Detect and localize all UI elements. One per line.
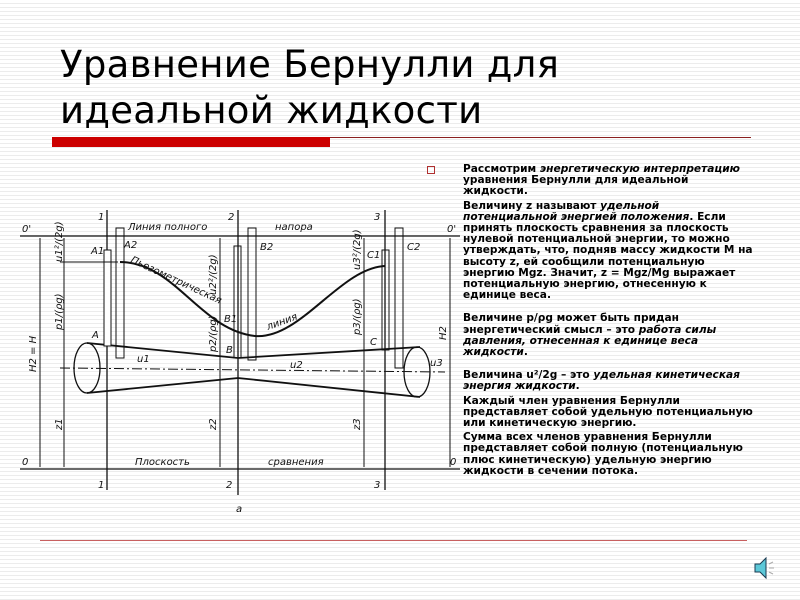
label-sec1-bottom: 1	[98, 480, 104, 491]
label-u1: u1	[137, 354, 150, 365]
label-p3: p3/(ρg)	[352, 298, 363, 336]
label-p1: p1/(ρg)	[54, 293, 65, 331]
pipe-bottom	[86, 377, 421, 398]
label-b2: B2	[260, 242, 273, 253]
paragraph-3: Величине p/ρg может быть придан энергети…	[463, 313, 753, 358]
label-sec3-bottom: 3	[374, 480, 380, 491]
label-c: C	[370, 337, 377, 348]
p3-text-end: .	[523, 346, 528, 359]
label-p2: p2/(ρg)	[208, 315, 219, 353]
speaker-icon[interactable]	[752, 555, 778, 581]
label-z1: z1	[54, 418, 65, 431]
dimension-arrows	[39, 238, 451, 467]
label-k3: u3²/(2g)	[352, 229, 363, 270]
label-sec2-top: 2	[228, 212, 234, 223]
pipe-axis	[59, 367, 446, 373]
label-a2: A2	[123, 240, 137, 251]
label-z2: z2	[208, 418, 219, 431]
label-o-prime-left: 0'	[22, 224, 31, 235]
figure-caption: а	[236, 504, 242, 515]
label-k2: u2²/(2g)	[208, 254, 219, 295]
label-h-right: H2	[438, 326, 449, 340]
paragraph-2: Величину z называют удельной потенциальн…	[463, 199, 753, 302]
title-accent-bar	[52, 137, 330, 147]
p2-text-end: . Если принять плоскость сравнения за пл…	[463, 210, 753, 302]
piezometric-line	[119, 261, 386, 338]
p4-text-end: .	[575, 380, 580, 393]
label-u2: u2	[290, 360, 303, 371]
label-k1: u1²/(2g)	[54, 221, 65, 262]
label-a1: A1	[90, 246, 104, 257]
label-b1: B1	[224, 314, 237, 325]
label-u3: u3	[430, 358, 443, 369]
title-divider	[330, 137, 751, 138]
paragraph-6: Сумма всех членов уравнения Бернулли пре…	[463, 431, 743, 477]
p3-emphasis: работа силы давления, отнесенная к едини…	[463, 323, 717, 359]
label-b: B	[226, 345, 233, 356]
label-c1: C1	[367, 250, 380, 261]
label-z3: z3	[352, 418, 363, 431]
label-plane-2: сравнения	[268, 457, 324, 468]
p4-text: Величина u²/2g – это	[463, 369, 594, 382]
p1-text: Рассмотрим	[463, 163, 540, 175]
p2-emphasis: удельной потенциальной энергией положени…	[463, 199, 690, 223]
label-o-prime-right: 0'	[447, 224, 456, 235]
paragraph-4: Величина u²/2g – это удельная кинетическ…	[463, 369, 753, 393]
paragraph-1: Рассмотрим энергетическую интерпретацию …	[463, 163, 753, 198]
label-full-head-1: Линия полного	[127, 222, 207, 233]
slide-title: Уравнение Бернулли для идеальной жидкост…	[60, 42, 559, 134]
footer-divider	[40, 540, 747, 541]
title-line-2: идеальной жидкости	[60, 89, 483, 132]
p3-text: Величине p/ρg может быть придан энергети…	[463, 312, 679, 336]
label-h-left: H2 = H	[28, 335, 39, 372]
body-text: Рассмотрим энергетическую интерпретацию …	[463, 163, 753, 480]
label-sec1-top: 1	[98, 212, 104, 223]
label-plane-1: Плоскость	[135, 457, 190, 468]
p4-emphasis: удельная кинетическая энергия жидкости	[463, 369, 740, 393]
label-c2: C2	[407, 242, 420, 253]
label-o-left: 0	[22, 457, 28, 468]
label-sec2-bottom: 2	[226, 480, 232, 491]
paragraph-5: Каждый член уравнения Бернулли представл…	[463, 394, 753, 430]
label-sec3-top: 3	[374, 212, 380, 223]
p2-text: Величину z называют	[463, 199, 601, 212]
p1-emphasis: энергетическую интерпретацию	[539, 163, 740, 175]
piezometer-tubes	[103, 227, 404, 369]
title-line-1: Уравнение Бернулли для	[60, 43, 560, 86]
bullet-marker	[427, 166, 435, 174]
label-o-right: 0	[450, 457, 456, 468]
p1-text-end: уравнения Бернулли для идеальной жидкост…	[463, 174, 689, 198]
label-a: A	[91, 330, 99, 341]
label-full-head-2: напора	[275, 222, 313, 233]
